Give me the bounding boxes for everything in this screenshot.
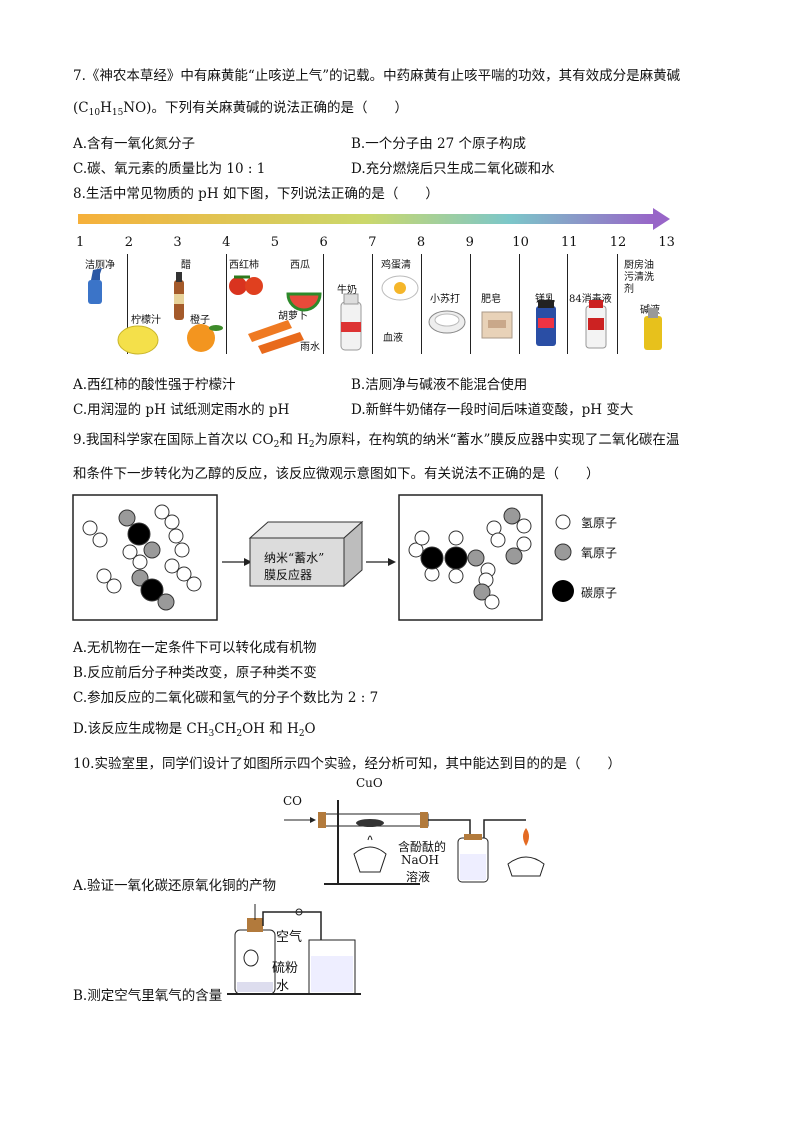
q9-option-d[interactable]: D.该反应生成物是 CH3CH2OH 和 H2O <box>73 721 316 739</box>
label-xihongshi: 西红柿 <box>229 260 259 271</box>
egg-icon <box>381 275 419 301</box>
ph-tick-3: 3 <box>173 235 182 250</box>
divider <box>617 254 618 354</box>
reactor-label-2: 膜反应器 <box>264 568 313 582</box>
q7-stem-line2: 。下列有关麻黄碱的说法正确的是（ ） <box>151 100 408 116</box>
reactor-box <box>249 537 345 587</box>
disinfectant-bottle-icon <box>585 300 607 349</box>
milk-of-magnesia-icon <box>536 300 556 346</box>
legend-carbon: 碳原子 <box>581 586 618 600</box>
label-xiaosuda: 小苏打 <box>430 294 460 305</box>
ph-tick-12: 12 <box>609 235 627 250</box>
q9-stem-line1: 9.我国科学家在国际上首次以 CO2和 H2为原料，在构筑的纳米“蓄水”膜反应器… <box>73 432 680 450</box>
carrot-icon <box>248 320 304 354</box>
experiment-a-apparatus <box>284 800 545 885</box>
ph-tick-1: 1 <box>76 235 85 250</box>
divider <box>226 254 227 354</box>
ph-tick-8: 8 <box>416 235 426 250</box>
q9-option-b[interactable]: B.反应前后分子种类改变，原子种类不变 <box>73 665 317 681</box>
cuo-label: CuO <box>356 776 383 790</box>
q9-option-a[interactable]: A.无机物在一定条件下可以转化成有机物 <box>73 640 317 656</box>
alkali-bottle-icon <box>644 308 662 350</box>
q8-option-b[interactable]: B.洁厕净与碱液不能混合使用 <box>351 377 528 393</box>
divider <box>421 254 422 354</box>
label-ningmeng: 柠檬汁 <box>131 315 161 326</box>
milk-bottle-icon <box>340 293 362 351</box>
soap-icon <box>481 311 513 339</box>
naoh-label-3: 溶液 <box>406 870 431 884</box>
q7-option-d[interactable]: D.充分燃烧后只生成二氧化碳和水 <box>351 161 555 177</box>
q8-option-c[interactable]: C.用润湿的 pH 试纸测定雨水的 pH <box>73 402 290 418</box>
toilet-cleaner-icon <box>88 268 102 304</box>
q7-option-a[interactable]: A.含有一氧化氮分子 <box>73 136 196 152</box>
ph-tick-6: 6 <box>319 235 328 250</box>
ph-items-pictures <box>88 268 662 355</box>
q7-option-c[interactable]: C.碳、氧元素的质量比为 10 : 1 <box>73 161 266 177</box>
lemon-icon <box>117 325 159 355</box>
legend-hydrogen-icon <box>555 514 571 530</box>
divider <box>127 254 128 354</box>
divider <box>470 254 471 354</box>
ph-scale-arrow <box>78 208 670 230</box>
label-xueye: 血液 <box>383 333 403 344</box>
label-chufang: 厨房油 <box>624 260 654 271</box>
label-xiaodu: 84消毒液 <box>569 294 612 305</box>
co-label: CO <box>283 794 303 808</box>
q10-stem: 10.实验室里，同学们设计了如图所示四个实验，经分析可知，其中能达到目的的是（ … <box>73 756 621 772</box>
label-jidanqing: 鸡蛋清 <box>381 260 411 271</box>
product-molecules <box>408 507 532 610</box>
legend-oxygen-icon <box>554 543 572 561</box>
q10-option-a[interactable]: A.验证一氧化碳还原氧化铜的产物 <box>73 878 277 894</box>
naoh-label-2: NaOH <box>401 853 439 867</box>
label-feizao: 肥皂 <box>481 294 501 305</box>
orange-icon <box>187 324 215 352</box>
q9-stem-line2: 和条件下一步转化为乙醇的反应，该反应微观示意图如下。有关说法不正确的是（ ） <box>73 466 600 482</box>
label-chengzi: 橙子 <box>190 315 210 326</box>
q8-option-a[interactable]: A.西红柿的酸性强于柠檬汁 <box>73 377 236 393</box>
ph-tick-10: 10 <box>512 235 529 250</box>
divider <box>519 254 520 354</box>
q7-option-b[interactable]: B.一个分子由 27 个原子构成 <box>351 136 526 152</box>
q8-option-d[interactable]: D.新鲜牛奶储存一段时间后味道变酸，pH 变大 <box>351 402 634 418</box>
label-yushui: 雨水 <box>300 342 320 353</box>
naoh-label-1: 含酚酞的 <box>398 840 447 854</box>
q10-option-b[interactable]: B.测定空气里氧气的含量 <box>73 988 223 1004</box>
legend-carbon-icon <box>552 580 574 602</box>
ph-tick-5: 5 <box>270 235 280 250</box>
q7-stem-line1: 7.《神农本草经》中有麻黄能“止咳逆上气”的记载。中药麻黄有止咳平喘的功效，其有… <box>73 68 681 84</box>
experiment-b-apparatus <box>227 904 361 995</box>
divider <box>567 254 568 354</box>
legend-oxygen: 氧原子 <box>581 546 618 560</box>
reactant-molecules <box>82 504 202 611</box>
tomato-icon <box>229 275 263 295</box>
q8-stem: 8.生活中常见物质的 pH 如下图，下列说法正确的是（ ） <box>73 186 439 202</box>
water-label: 水 <box>276 979 290 994</box>
vinegar-bottle-icon <box>174 272 184 320</box>
ph-tick-9: 9 <box>465 235 474 250</box>
label-meiru: 镁乳 <box>535 294 555 305</box>
sulfur-label: 硫粉 <box>272 961 299 976</box>
q7-formula: (C10H15NO)。下列有关麻黄碱的说法正确的是（ ） <box>73 100 408 118</box>
label-chufang: 剂 <box>624 284 634 295</box>
label-huluobu: 胡萝卜 <box>278 311 308 322</box>
label-chufang: 污清洗 <box>624 272 654 283</box>
q9-option-c[interactable]: C.参加反应的二氧化碳和氢气的分子个数比为 2 : 7 <box>73 690 379 706</box>
ph-tick-7: 7 <box>368 235 377 250</box>
reaction-diagram <box>72 494 574 621</box>
ph-tick-4: 4 <box>222 235 231 250</box>
ph-tick-11: 11 <box>561 235 578 250</box>
label-jiecejing: 洁厕净 <box>85 260 115 271</box>
watermelon-icon <box>286 292 322 312</box>
label-xigua: 西瓜 <box>290 260 310 271</box>
ph-tick-13: 13 <box>658 235 675 250</box>
divider <box>323 254 324 354</box>
legend-hydrogen: 氢原子 <box>581 516 618 530</box>
reactor-label-1: 纳米“蓄水” <box>264 551 325 565</box>
divider <box>372 254 373 354</box>
label-cu: 醋 <box>181 260 191 271</box>
air-label: 空气 <box>276 930 303 945</box>
baking-soda-icon <box>428 310 466 334</box>
ph-tick-2: 2 <box>124 235 133 250</box>
label-niunai: 牛奶 <box>337 285 357 296</box>
